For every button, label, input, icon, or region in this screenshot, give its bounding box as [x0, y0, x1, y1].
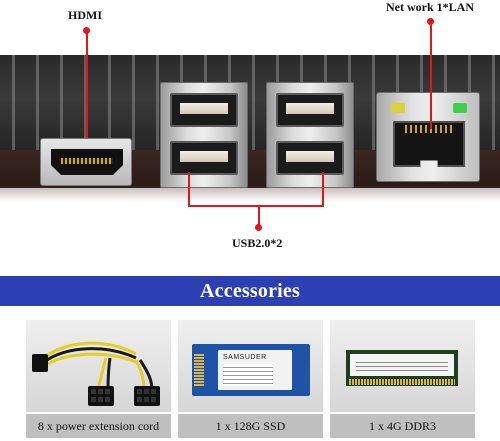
- power-cord-photo: [26, 320, 171, 412]
- usb-port: [276, 141, 344, 175]
- accessory-card-power-cord: 8 x power extension cord: [26, 320, 171, 441]
- lan-led-yellow: [391, 103, 405, 113]
- usb-callout-dot: [255, 224, 262, 231]
- accessory-cards: 8 x power extension cord SAMSUDER 1 x 12…: [0, 320, 500, 441]
- hdmi-callout-line: [86, 30, 88, 138]
- hdmi-port: [40, 138, 132, 186]
- lan-callout-line: [430, 21, 432, 129]
- usb-port: [170, 141, 238, 175]
- ssd-brand: SAMSUDER: [223, 354, 267, 361]
- accessory-card-ram: 1 x 4G DDR3: [330, 320, 475, 441]
- lan-port: [376, 92, 480, 182]
- accessory-label-ram: 1 x 4G DDR3: [330, 414, 475, 438]
- usb-port: [170, 93, 238, 127]
- usb-port: [276, 93, 344, 127]
- usb-callout-line-right: [322, 172, 324, 206]
- usb-port-stack-left: [160, 82, 248, 188]
- power-cord-icon: [32, 341, 160, 406]
- accessory-card-ssd: SAMSUDER 1 x 128G SSD: [178, 320, 323, 441]
- hdmi-callout-label: HDMI: [68, 8, 102, 22]
- usb-callout-label: USB2.0*2: [232, 236, 283, 250]
- ram-module-icon: [346, 350, 458, 386]
- lan-led-green: [453, 103, 467, 113]
- accessory-label-power-cord: 8 x power extension cord: [26, 414, 171, 438]
- banner-title: Accessories: [200, 279, 300, 302]
- accessories-banner: Accessories: [0, 276, 500, 306]
- lan-callout-label: Net work 1*LAN: [386, 0, 474, 14]
- usb-callout-line-left: [188, 172, 190, 206]
- ports-photo: HDMI Net work 1*LAN USB2.0*2: [0, 0, 500, 250]
- ram-photo: [330, 320, 475, 412]
- usb-port-stack-right: [266, 82, 354, 188]
- ssd-icon: SAMSUDER: [192, 344, 310, 396]
- usb-callout-stem: [258, 205, 260, 227]
- usb-callout-bracket: [188, 205, 324, 207]
- ssd-photo: SAMSUDER: [178, 320, 323, 412]
- accessory-label-ssd: 1 x 128G SSD: [178, 414, 323, 438]
